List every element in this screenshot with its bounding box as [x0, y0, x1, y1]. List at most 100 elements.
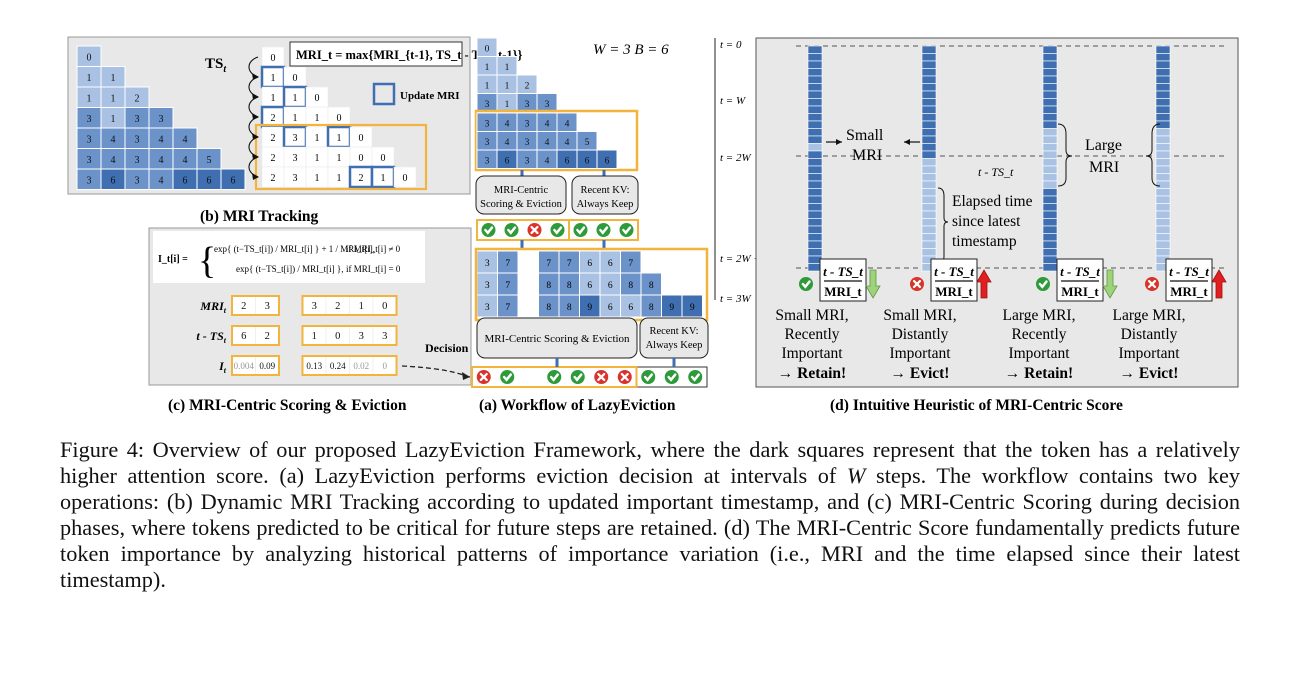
mri-cell-value: 2: [271, 113, 276, 124]
time-label-3w: t = 3W: [720, 293, 751, 305]
score-cell-value: 0.004: [234, 361, 255, 371]
token-cell: [921, 68, 937, 77]
cell-value: 7: [628, 259, 633, 269]
score-numerator: t - TS_t: [823, 264, 863, 279]
token-cell: [1042, 218, 1058, 227]
cell-value: 4: [159, 134, 164, 145]
panel-b-caption: (b) MRI Tracking: [200, 208, 319, 225]
token-cell: [921, 113, 937, 122]
arrow-up-icon: [1211, 269, 1227, 299]
score-row-label: It: [218, 359, 227, 375]
check-mark: [553, 226, 563, 235]
formula-cond-2: if MRI_t[i] = 0: [346, 264, 401, 274]
cross-mark: [1147, 279, 1157, 289]
cell-value: 3: [485, 156, 490, 166]
token-cell: [1042, 165, 1058, 174]
cell-value: 6: [585, 156, 590, 166]
token-cell: [921, 90, 937, 99]
mri-cell-value: 0: [337, 113, 342, 124]
mri-cell-value: 0: [271, 53, 276, 64]
cell-value: 4: [505, 119, 510, 129]
token-cell: [1042, 60, 1058, 69]
update-arrow-head: [252, 73, 259, 80]
cell-value: 8: [546, 303, 551, 313]
check-mark: [690, 373, 700, 382]
cell-value: 6: [608, 303, 613, 313]
update-arrow-head: [252, 173, 259, 180]
score-cell-value: 3: [359, 331, 364, 342]
token-cell: [1042, 180, 1058, 189]
token-cell: [1155, 248, 1171, 257]
check-mark: [502, 373, 512, 382]
label-main: t - TS: [196, 329, 224, 343]
token-cell: [807, 248, 823, 257]
token-cell: [1042, 263, 1058, 272]
token-cell: [807, 240, 823, 249]
token-cell: [1155, 105, 1171, 114]
cell-value: 3: [525, 138, 530, 148]
recent-box-1: [571, 175, 639, 215]
token-cell: [921, 180, 937, 189]
mri-cell-value: 2: [271, 133, 276, 144]
token-cell: [921, 203, 937, 212]
cell-value: 7: [505, 259, 510, 269]
check-mark: [507, 226, 517, 235]
token-cell: [1155, 45, 1171, 54]
token-cell: [921, 143, 937, 152]
token-cell: [1155, 188, 1171, 197]
elapsed-line2: since latest: [952, 213, 1021, 230]
check-mark: [1038, 280, 1048, 289]
score-box: [1165, 258, 1213, 302]
check-mark: [599, 226, 609, 235]
cell-value: 6: [183, 175, 188, 186]
token-cell: [1155, 225, 1171, 234]
token-cell: [1155, 195, 1171, 204]
cell-value: 4: [505, 138, 510, 148]
recent-box-1-line2: Always Keep: [577, 199, 634, 210]
update-arrow-head: [252, 153, 259, 160]
case-line: Important: [1118, 345, 1180, 362]
cell-value: 4: [183, 155, 188, 166]
cell-value: 5: [585, 138, 590, 148]
mri-cell-value: 0: [403, 173, 408, 184]
token-cell: [1042, 188, 1058, 197]
check-mark: [622, 226, 632, 235]
score-numerator: t - TS_t: [934, 264, 974, 279]
recent-box-2: [639, 317, 709, 359]
token-cell: [807, 203, 823, 212]
label-main: I: [218, 359, 225, 373]
cell-value: 3: [87, 134, 92, 145]
token-cell: [921, 240, 937, 249]
token-cell: [1155, 53, 1171, 62]
mri-cell: [393, 166, 417, 188]
decision-frame: [471, 366, 638, 388]
cell-value: 7: [567, 259, 572, 269]
cell-value: 6: [207, 175, 212, 186]
update-legend-label: Update MRI: [400, 90, 460, 102]
cell-value: 7: [505, 281, 510, 291]
check-mark: [801, 280, 811, 289]
cell-value: 8: [649, 281, 654, 291]
check-mark: [667, 373, 677, 382]
mri-cell-value: 1: [293, 113, 298, 124]
token-cell: [1155, 60, 1171, 69]
case-line: Small MRI,: [775, 307, 848, 324]
score-row-label: MRIt: [199, 299, 226, 315]
cell-value: 7: [505, 303, 510, 313]
token-cell: [807, 180, 823, 189]
case-verdict: → Evict!: [1120, 365, 1179, 382]
label-main: MRI: [199, 299, 225, 313]
token-cell: [807, 53, 823, 62]
mri-cell-value: 1: [315, 113, 320, 124]
mri-cell-value: 1: [337, 153, 342, 164]
score-cell-value: 1: [312, 331, 317, 342]
token-cell: [1042, 90, 1058, 99]
score-box: [1056, 258, 1104, 302]
elapsed-line3: timestamp: [952, 233, 1017, 250]
cell-value: 8: [567, 281, 572, 291]
token-cell: [807, 195, 823, 204]
score-cell-value: 3: [382, 331, 387, 342]
